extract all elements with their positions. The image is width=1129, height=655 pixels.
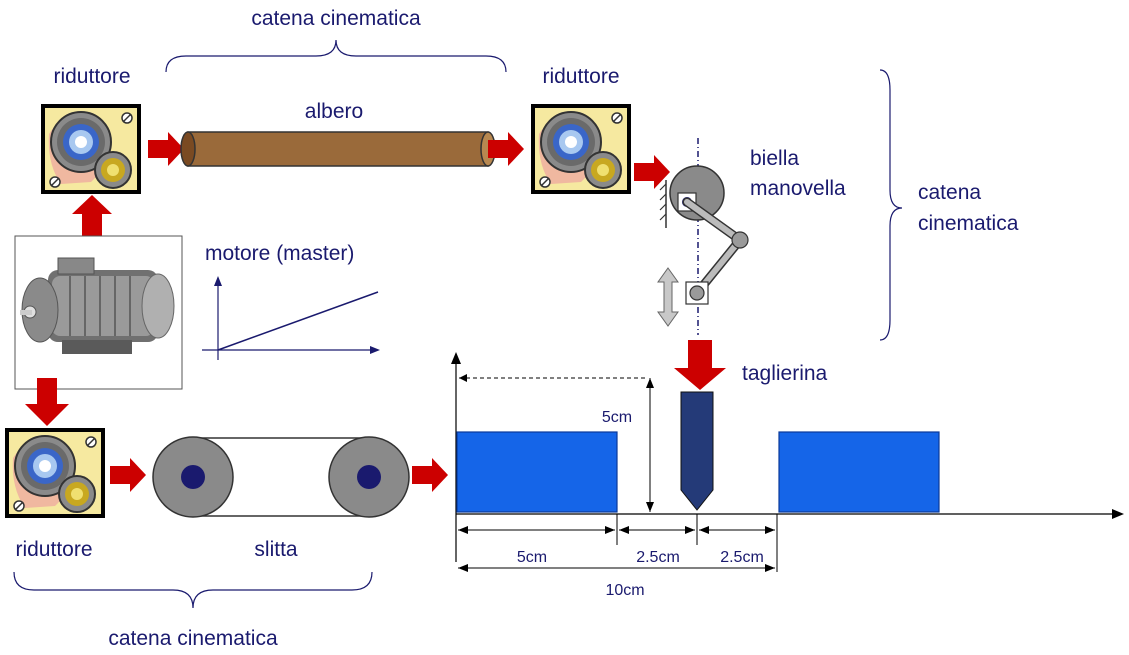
product-block [779, 432, 939, 512]
crank-mechanism-icon [658, 138, 748, 335]
arrow-right-icon [634, 155, 670, 189]
arrow-right-icon [110, 458, 146, 492]
albero-label: albero [305, 100, 363, 123]
gap-a-dimension-label: 2.5cm [636, 549, 680, 566]
belt-conveyor-icon [153, 437, 409, 517]
gap-b-dimension-label: 2.5cm [720, 549, 764, 566]
shaft-icon [181, 132, 495, 166]
arrow-down-icon [674, 340, 726, 390]
slitta-label: slitta [254, 538, 298, 561]
gearbox-icon [41, 104, 141, 194]
gearbox-icon [5, 428, 105, 518]
biella-label: biella [750, 147, 799, 170]
riduttore-bottom-label: riduttore [15, 538, 92, 561]
catena-right-brace [880, 70, 902, 340]
riduttore-right-label: riduttore [542, 65, 619, 88]
motore-label: motore (master) [205, 242, 354, 265]
riduttore-left-label: riduttore [53, 65, 130, 88]
catena-right-label-1: catena [918, 181, 981, 204]
catena-bottom-brace [14, 572, 372, 608]
manovella-label: manovella [750, 177, 846, 200]
catena-right-label-2: cinematica [918, 212, 1019, 235]
gearbox-icon [531, 104, 631, 194]
cutter-blade-icon [681, 392, 713, 510]
height-dimension-label: 5cm [602, 409, 632, 426]
motor-speed-graph [202, 276, 380, 360]
height-dimension [646, 378, 654, 512]
motor-image [15, 236, 182, 389]
total-dimension-label: 10cm [605, 582, 644, 599]
arrow-right-icon [148, 132, 184, 166]
catena-top-label: catena cinematica [251, 7, 421, 30]
piece-dimension-label: 5cm [517, 549, 547, 566]
arrow-up-icon [72, 195, 112, 236]
product-block [457, 432, 617, 512]
catena-top-brace [166, 40, 506, 72]
arrow-right-icon [412, 458, 448, 492]
taglierina-label: taglierina [742, 362, 828, 385]
catena-bottom-label: catena cinematica [108, 627, 278, 650]
